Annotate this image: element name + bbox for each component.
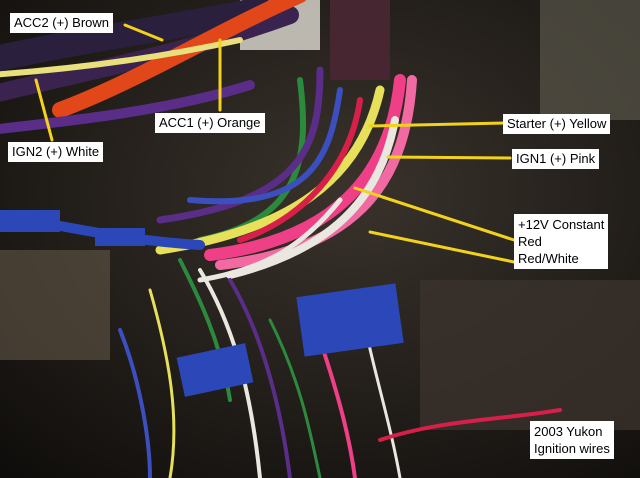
acc1-label: ACC1 (+) Orange (155, 113, 265, 133)
connector-block (330, 0, 390, 80)
red-white-callout-line (368, 230, 516, 264)
blue-connectors (0, 210, 404, 397)
acc2-callout-line (123, 23, 164, 42)
constant-callout-line (353, 186, 516, 242)
ign2-callout-line (34, 78, 54, 142)
constant-label-line-1: +12V Constant (518, 217, 605, 232)
right-panel (540, 0, 640, 120)
acc2-label: ACC2 (+) Brown (10, 13, 113, 33)
constant-label-line-3: Red/White (518, 251, 579, 266)
callout-lines (34, 23, 516, 264)
ign2-label: IGN2 (+) White (8, 142, 104, 162)
ign1-callout-line (386, 155, 512, 160)
constant-label-line-2: Red (518, 234, 542, 249)
constant-label: +12V Constant Red Red/White (514, 214, 609, 269)
caption-line-2: Ignition wires (534, 441, 610, 456)
caption-box: 2003 Yukon Ignition wires (530, 421, 614, 459)
starter-label: Starter (+) Yellow (503, 114, 611, 134)
caption-line-1: 2003 Yukon (534, 424, 603, 439)
ign1-label: IGN1 (+) Pink (512, 149, 600, 169)
main-wire-bundle (155, 66, 417, 283)
left-panel (0, 250, 110, 360)
lower-right-panel (420, 280, 640, 430)
starter-callout-line (368, 121, 507, 128)
